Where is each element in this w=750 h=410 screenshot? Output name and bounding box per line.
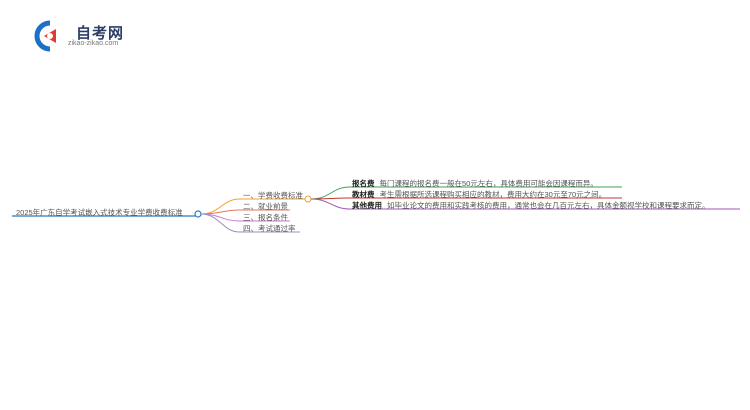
leaf-description: 如毕业论文的费用和实践考核的费用，通常也会在几百元左右，具体金额视学校和课程要求… bbox=[387, 201, 710, 210]
branch-pass-rate: 四、考试通过率 bbox=[243, 224, 296, 233]
logo-subtitle: zikao-zikao.com bbox=[68, 40, 119, 47]
site-logo[interactable]: 自考网 zikao-zikao.com bbox=[30, 20, 140, 54]
branch-connector-4 bbox=[200, 213, 300, 233]
logo-mark-icon bbox=[34, 20, 56, 52]
leaf-description: 每门课程的报名费一般在50元左右，具体费用可能会因课程而异。 bbox=[379, 179, 598, 188]
leaf-registration-fee: 报名费每门课程的报名费一般在50元左右，具体费用可能会因课程而异。 bbox=[352, 179, 598, 189]
branch-tuition-standard: 一、学费收费标准 bbox=[243, 191, 303, 200]
leaf-other-fees: 其他费用如毕业论文的费用和实践考核的费用，通常也会在几百元左右，具体金额视学校和… bbox=[352, 201, 710, 211]
branch-career-prospects: 二、就业前景 bbox=[243, 202, 288, 211]
root-topic: 2025年广东自学考试嵌入式技术专业学费收费标准 bbox=[16, 208, 183, 217]
leaf-description: 考生需根据所选课程购买相应的教材，费用大约在30元至70元之间。 bbox=[379, 190, 607, 199]
branch-node-1 bbox=[304, 195, 312, 203]
logo-title: 自考网 bbox=[76, 25, 125, 42]
leaf-title: 其他费用 bbox=[352, 201, 382, 210]
root-node bbox=[194, 210, 202, 218]
leaf-title: 报名费 bbox=[352, 179, 375, 188]
branch-registration-conditions: 三、报名条件 bbox=[243, 213, 288, 222]
leaf-connector-3 bbox=[310, 198, 740, 210]
leaf-textbook-fee: 教材费考生需根据所选课程购买相应的教材，费用大约在30元至70元之间。 bbox=[352, 190, 606, 200]
leaf-title: 教材费 bbox=[352, 190, 375, 199]
